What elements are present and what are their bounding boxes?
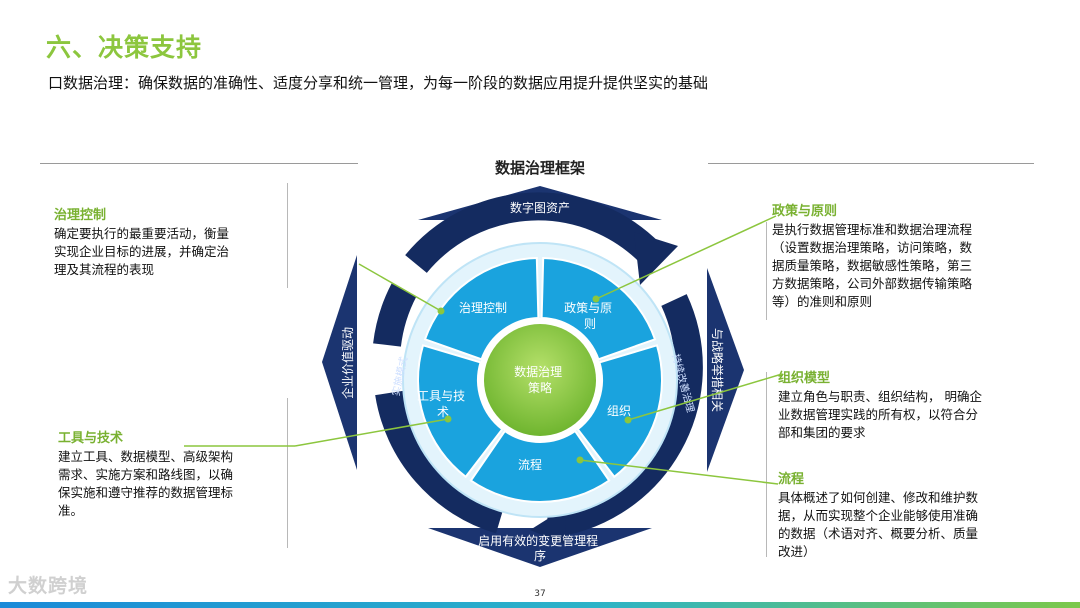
bottom-gradient-bar [0,602,1080,608]
annotation-line: 保实施和遵守推荐的数据管理标 [58,485,234,500]
annotation-line: 实现企业目标的进展，并确定治 [54,244,230,259]
annotation-line: （设置数据治理策略，访问策略，数 [772,240,973,255]
annotation-line: 部和集团的要求 [778,425,866,440]
annotation-title: 工具与技术 [58,431,124,446]
annotation-line: 方数据策略，公司外部数据传输策略 [772,276,973,291]
annotation-line: 是执行数据管理标准和数据治理流程 [772,222,973,237]
bottom-arrow [428,528,652,567]
connector-dot [624,416,632,424]
annotation-tools-tech: 工具与技术 建立工具、数据模型、高级架构 需求、实施方案和路线图，以确 保实施和… [58,427,284,520]
guide-line [766,222,767,320]
arrow-label-right: 与战略举措相关 [710,328,725,412]
arrow-label-bottom: 启用有效的变更管理程 序 [478,533,602,563]
ring-arc-bottom-left [375,390,505,534]
annotation-line: 业数据管理实践的所有权，以符合分 [778,407,979,422]
annotation-body: 确定要执行的最重要活动，衡量 实现企业目标的进展，并确定治 理及其流程的表现 [54,225,282,279]
ring-arc-top [405,192,660,274]
connector-governance [358,263,442,312]
annotation-body: 建立角色与职责、组织结构， 明确企 业数据管理实践的所有权，以符合分 部和集团的… [778,388,1036,442]
annotation-line: 据质量策略，数据敏感性策略，第三 [772,258,973,273]
right-arrow [707,268,744,472]
guide-line [766,372,767,557]
annotation-line: 等）的准则和原则 [772,294,873,309]
divider-left [40,163,358,164]
connector-dot [592,295,600,303]
slide-subtitle: 口数据治理：确保数据的准确性、适度分享和统一管理，为每一阶段的数据应用提升提供坚… [48,74,709,92]
ring-arc-left [373,283,417,347]
guide-line [287,398,288,548]
ring-arrowhead [530,508,566,545]
connector-dot [437,307,445,315]
guide-line [287,183,288,288]
annotation-title: 政策与原则 [772,204,838,219]
framework-title: 数据治理框架 [494,159,585,177]
annotation-line: 的数据（术语对齐、概要分析、质量 [778,526,979,541]
arrow-label-top: 数字图资产 [510,200,570,215]
annotation-line: 建立工具、数据模型、高级架构 [58,449,234,464]
annotation-body: 具体概述了如何创建、修改和维护数 据，从而实现整个企业能够使用准确 的数据（术语… [778,489,1036,561]
annotation-title: 流程 [778,472,805,487]
watermark-logo: 大数跨境 [8,575,89,597]
connector-dot [444,415,452,423]
connector-dot [576,456,584,464]
annotation-org-model: 组织模型 建立角色与职责、组织结构， 明确企 业数据管理实践的所有权，以符合分 … [778,367,1036,442]
segment-group [417,257,663,503]
annotation-line: 需求、实施方案和路线图，以确 [58,467,234,482]
center-label: 数据治理 策略 [514,364,566,395]
annotation-body: 建立工具、数据模型、高级架构 需求、实施方案和路线图，以确 保实施和遵守推荐的数… [58,448,284,520]
annotation-title: 组织模型 [778,371,831,386]
connector-process [579,459,779,485]
left-arrow [322,255,357,470]
annotation-governance-control: 治理控制 确定要执行的最重要活动，衡量 实现企业目标的进展，并确定治 理及其流程… [54,204,282,279]
annotation-line: 理及其流程的表现 [54,262,155,277]
center-circle [484,324,596,436]
annotation-line: 具体概述了如何创建、修改和维护数 [778,490,979,505]
slide-title: 六、决策支持 [46,33,203,62]
segment-label-tools: 工具与技 术 [417,389,469,419]
annotation-process: 流程 具体概述了如何创建、修改和维护数 据，从而实现整个企业能够使用准确 的数据… [778,468,1036,561]
connector-policy [595,215,777,300]
segment-label-org: 组织 [607,404,631,418]
ring-arrowhead [634,232,678,285]
annotation-title: 治理控制 [54,208,107,223]
annotation-line: 确定要执行的最重要活动，衡量 [54,226,230,241]
segment-label-policy: 政策与原 则 [564,301,616,331]
annotation-body: 是执行数据管理标准和数据治理流程 （设置数据治理策略，访问策略，数 据质量策略，… [772,221,1034,311]
annotation-line: 据，从而实现整个企业能够使用准确 [778,508,979,523]
divider-right [708,163,1034,164]
annotation-line: 改进） [778,544,816,559]
connector-tools [294,418,449,447]
ring-arc-right [546,294,703,538]
arrow-label-left: 企业价值驱动 [340,327,355,399]
annotation-policy: 政策与原则 是执行数据管理标准和数据治理流程 （设置数据治理策略，访问策略，数 … [772,200,1034,311]
annotation-line: 准。 [58,503,84,518]
segment-label-governance: 治理控制 [459,301,507,315]
annotation-line: 建立角色与职责、组织结构， 明确企 [778,389,982,404]
page-number: 37 [534,589,546,599]
segment-label-process: 流程 [518,457,542,472]
connector-org [627,373,783,421]
